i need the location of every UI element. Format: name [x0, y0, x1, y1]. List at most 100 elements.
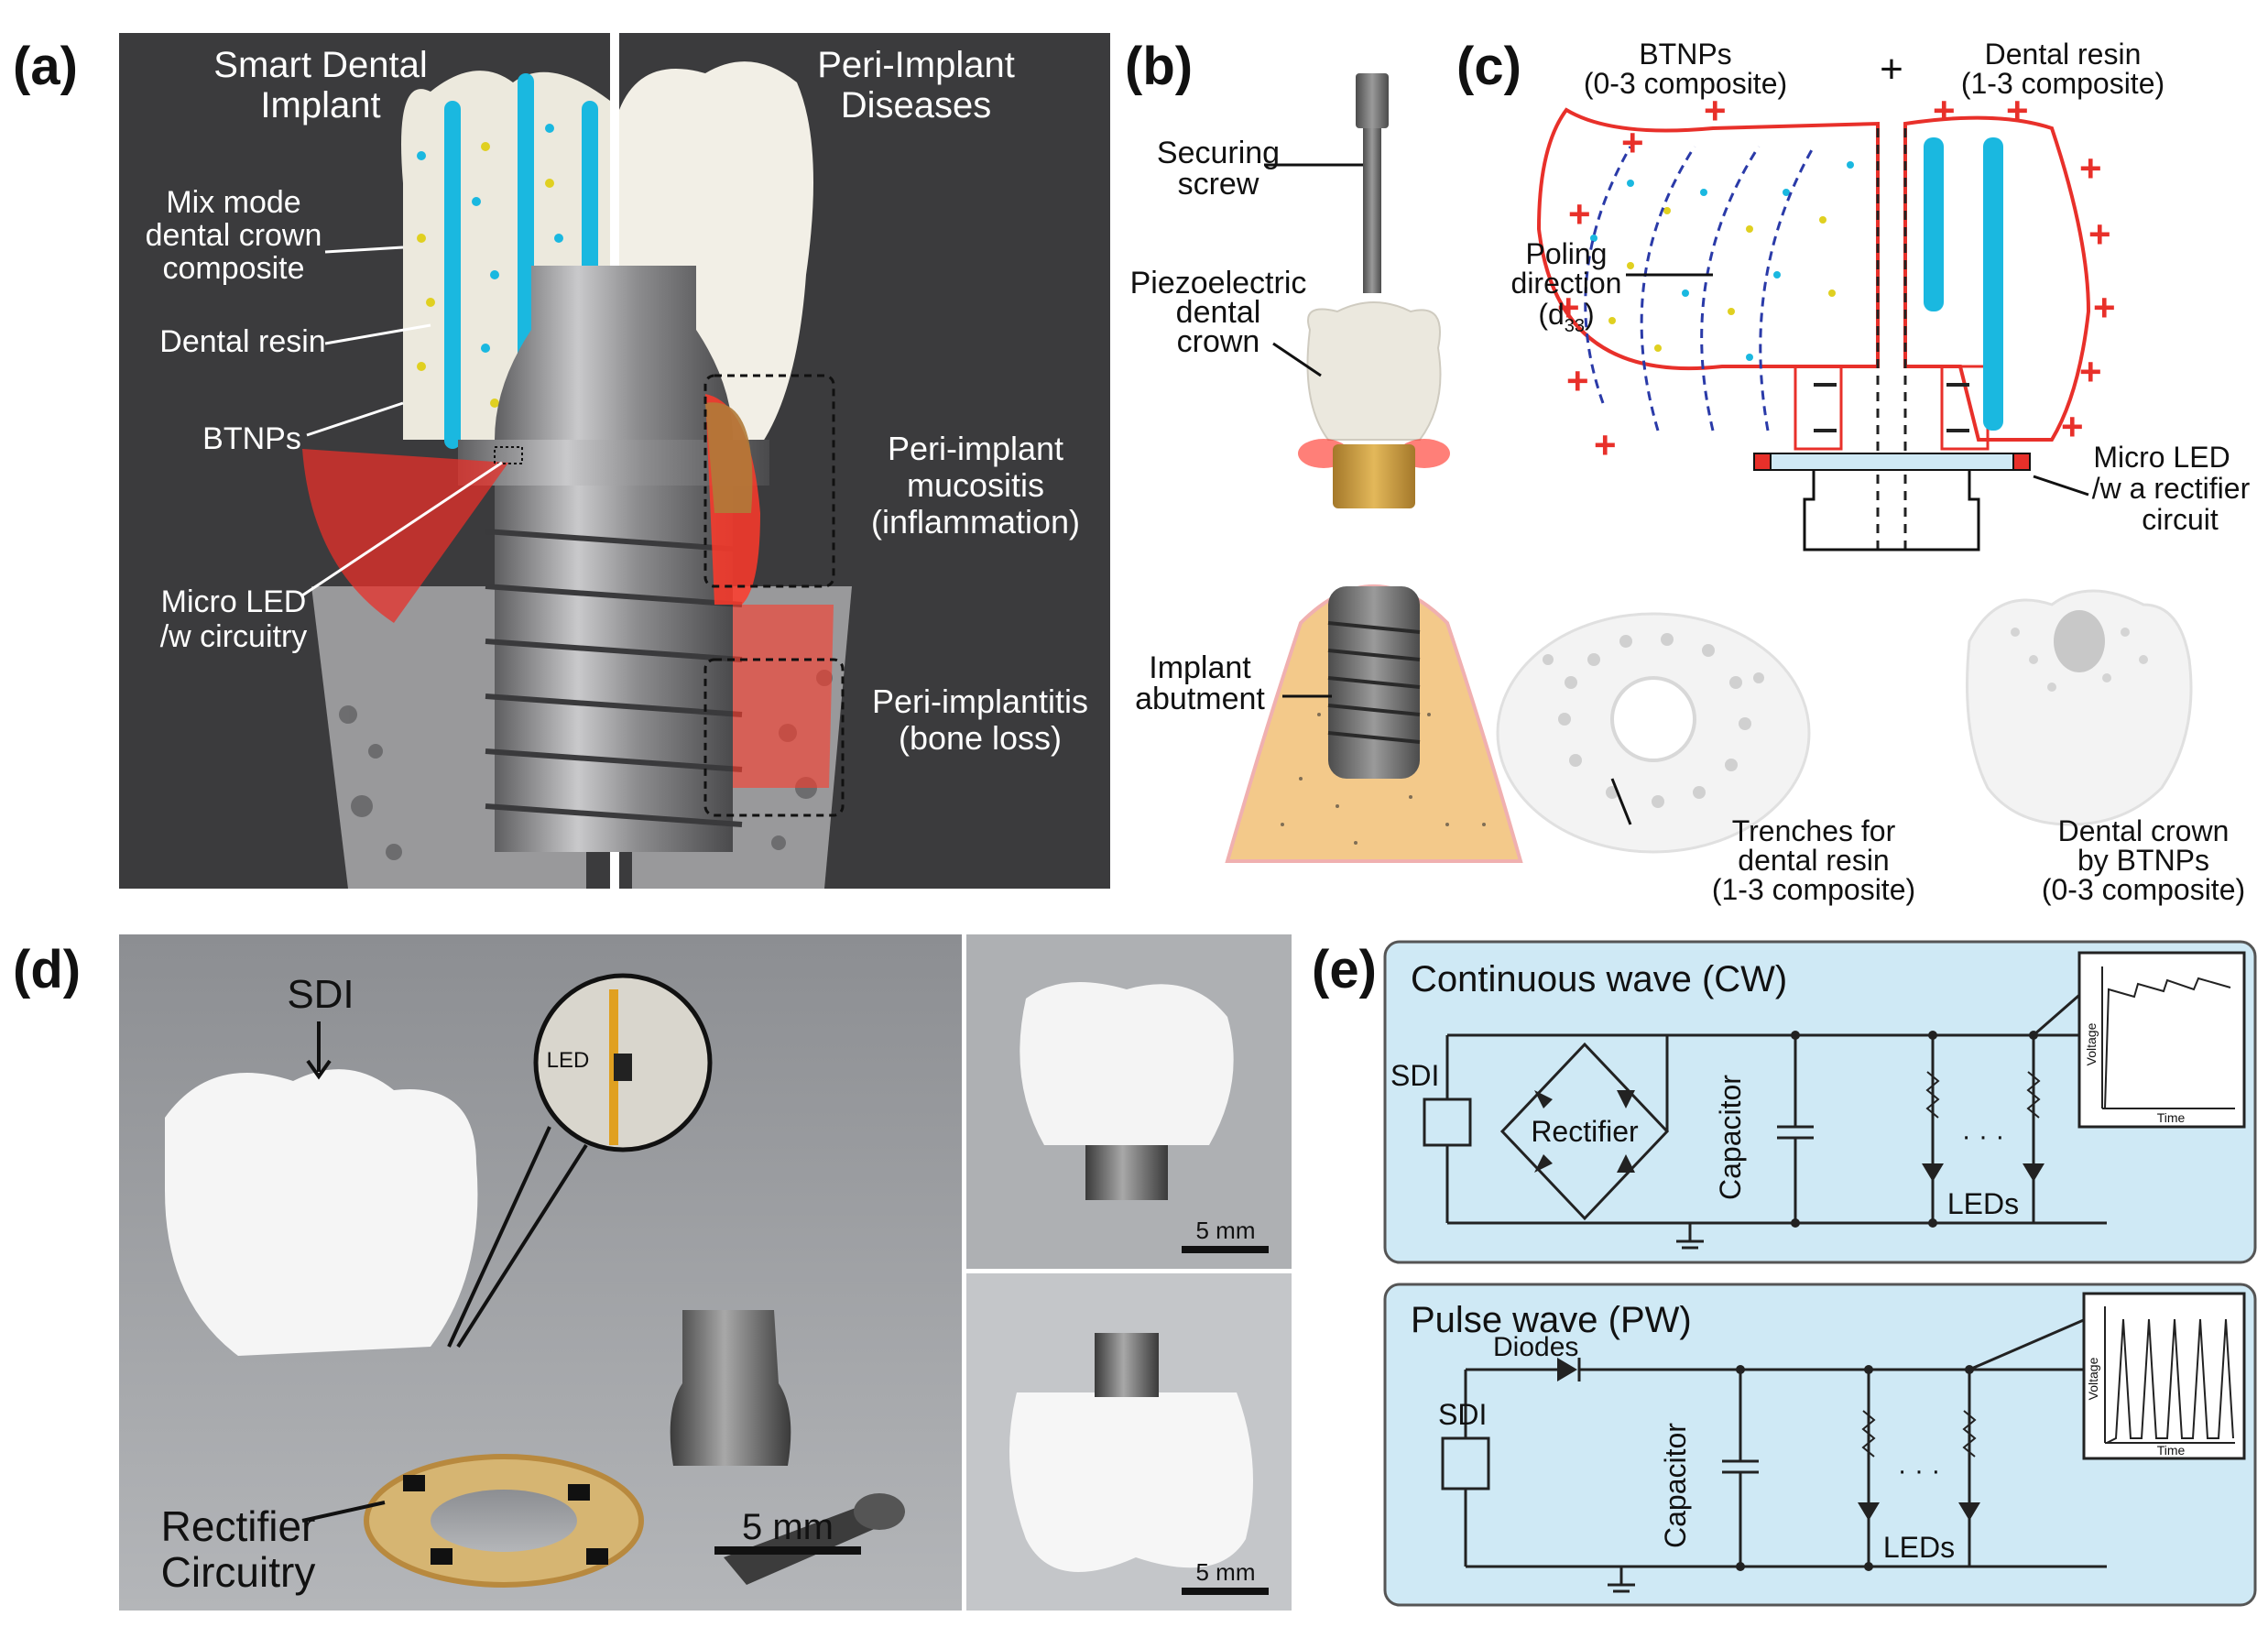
b-crown-label-1: Piezoelectric	[1130, 266, 1307, 300]
implantitis-tissue	[733, 605, 834, 788]
svg-text:+: +	[1594, 423, 1617, 466]
svg-text:+: +	[1566, 359, 1589, 402]
pw-led-diodes	[1858, 1502, 1980, 1521]
a-mucositis-label-2: mucositis	[907, 466, 1044, 504]
cw-box	[1383, 940, 2257, 1264]
pw-capacitor-label: Capacitor	[1659, 1423, 1692, 1548]
svg-text:+: +	[1933, 89, 1956, 132]
abutment	[495, 266, 733, 440]
pw-nodes	[1736, 1365, 1974, 1571]
cw-nodes	[1791, 1031, 2038, 1228]
cw-rectifier-label: Rectifier	[1531, 1115, 1639, 1148]
d-led-label: LED	[547, 1048, 590, 1073]
a-left-title-2: Implant	[260, 85, 380, 126]
piezo-crown	[1306, 301, 1442, 441]
pw-graph-time: Time	[2157, 1443, 2186, 1458]
svg-text:+: +	[1568, 192, 1591, 235]
svg-text:+: +	[2088, 213, 2111, 256]
a-right-title-1: Peri-Implant	[817, 45, 1015, 85]
c-led-label-1: Micro LED	[2093, 441, 2230, 474]
pw-diodes-label: Diodes	[1493, 1332, 1578, 1362]
a-implantitis-label-1: Peri-implantitis	[872, 682, 1088, 720]
pw-resistors	[1861, 1410, 1977, 1458]
panel-d-photos: SDI LED Rectifier Circuitry 5 mm 5 mm 5 …	[119, 934, 1292, 1611]
panel-b-illustration: Securing screw Piezoelectric dental crow…	[1130, 73, 1523, 863]
a-resin-label: Dental resin	[159, 324, 325, 359]
cw-title: Continuous wave (CW)	[1411, 959, 1787, 999]
panel-c-illustration: + + + + + + + + + + + + + + BTNPs (0-3 c…	[1496, 38, 2251, 906]
b-crown-label-3: crown	[1177, 324, 1260, 359]
implant-body-threads	[1327, 621, 1421, 744]
c-minus-marks	[1814, 383, 1969, 432]
cw-graph-box	[2077, 951, 2246, 1129]
panel-e-circuits: Continuous wave (CW) SDI Rectifier Capac…	[1383, 940, 2257, 1607]
cw-capacitor-label: Capacitor	[1714, 1075, 1747, 1200]
micro-led-marker	[494, 446, 523, 464]
c-crown2-label-1: Dental crown	[2058, 814, 2230, 847]
a-right-title-2: Diseases	[841, 85, 992, 126]
a-btnps-label: BTNPs	[202, 421, 301, 456]
c-led-left	[1753, 453, 1772, 471]
c-btnp-crown-render	[1966, 589, 2193, 826]
pw-graph-trace	[2106, 1318, 2234, 1444]
c-led-leader	[2033, 475, 2089, 497]
cw-graph-trace	[2104, 977, 2231, 1109]
c-btnp-crown-pores	[2011, 628, 2148, 692]
cw-graph-voltage: Voltage	[2084, 1022, 2099, 1065]
pw-graph-voltage: Voltage	[2086, 1357, 2100, 1400]
plaque	[705, 402, 753, 513]
cw-ground	[1676, 1223, 1704, 1250]
c-led-right	[2012, 453, 2031, 471]
cw-resistors	[1925, 1071, 2041, 1119]
c-trench-label-1: Trenches for	[1732, 814, 1896, 847]
d-scale-label-top: 5 mm	[1196, 1217, 1256, 1244]
gold-abutment	[1333, 444, 1415, 508]
c-poling-label-3: (d33)	[1538, 298, 1594, 336]
a-crown-label-1: Mix mode	[166, 185, 300, 220]
securing-screw-shaft	[1363, 128, 1381, 293]
svg-text:+: +	[1621, 121, 1644, 164]
d-scale-label-bottom: 5 mm	[1196, 1558, 1256, 1586]
c-abutment-outline	[1803, 470, 1980, 551]
c-btnp-columns	[1924, 137, 2003, 431]
d-crown-top	[1020, 982, 1234, 1145]
a-crown-label-3: composite	[163, 251, 305, 286]
pw-sdi-label: SDI	[1438, 1398, 1487, 1431]
c-btnps-label-2: (0-3 composite)	[1584, 67, 1787, 100]
pw-title: Pulse wave (PW)	[1411, 1300, 1692, 1340]
d-scale-label-main: 5 mm	[742, 1507, 834, 1547]
svg-text:+: +	[2079, 147, 2102, 190]
d-crown-bottom	[1009, 1392, 1253, 1572]
c-btnp-dots	[1590, 161, 1854, 361]
d-scale-bar-bottom	[1182, 1588, 1269, 1595]
d-rectifier-label-2: Circuitry	[161, 1548, 316, 1596]
c-poling-arrows	[1584, 146, 1815, 431]
pw-circuit	[1441, 1308, 2108, 1568]
cw-leds-label: LEDs	[1947, 1187, 2019, 1220]
panel-d-letter: (d)	[13, 940, 82, 999]
pw-graph-box	[2082, 1292, 2246, 1460]
d-screw-photo	[724, 1502, 893, 1585]
c-resin-label-2: (1-3 composite)	[1961, 67, 2164, 100]
a-mucositis-label-3: (inflammation)	[871, 503, 1080, 541]
implant-threads	[485, 486, 743, 852]
a-crown-label-2: dental crown	[146, 218, 322, 253]
a-implantitis-label-2: (bone loss)	[899, 719, 1062, 757]
pw-ground	[1608, 1567, 1635, 1593]
c-right-half-crown	[1903, 115, 2091, 442]
cw-graph-time: Time	[2157, 1110, 2186, 1125]
a-led-label-2: /w circuitry	[160, 619, 308, 654]
panel-e-letter: (e)	[1312, 940, 1377, 999]
b-screw-label-1: Securing	[1157, 136, 1280, 170]
c-left-half-crown	[1536, 107, 1880, 371]
pw-leds-label: LEDs	[1883, 1531, 1955, 1564]
c-abutment-cavity	[1794, 365, 1990, 451]
d-abutment-photo	[670, 1310, 791, 1466]
c-btnps-label-1: BTNPs	[1639, 38, 1731, 71]
c-plus-marks: + + + + + + + + + + + + +	[1557, 89, 2116, 466]
c-crown2-label-3: (0-3 composite)	[2042, 873, 2245, 906]
cw-diodes	[1534, 1090, 2044, 1182]
mucositis-box	[703, 374, 835, 588]
d-rectifier-label-1: Rectifier	[161, 1502, 316, 1550]
btnp-dots	[417, 124, 563, 408]
